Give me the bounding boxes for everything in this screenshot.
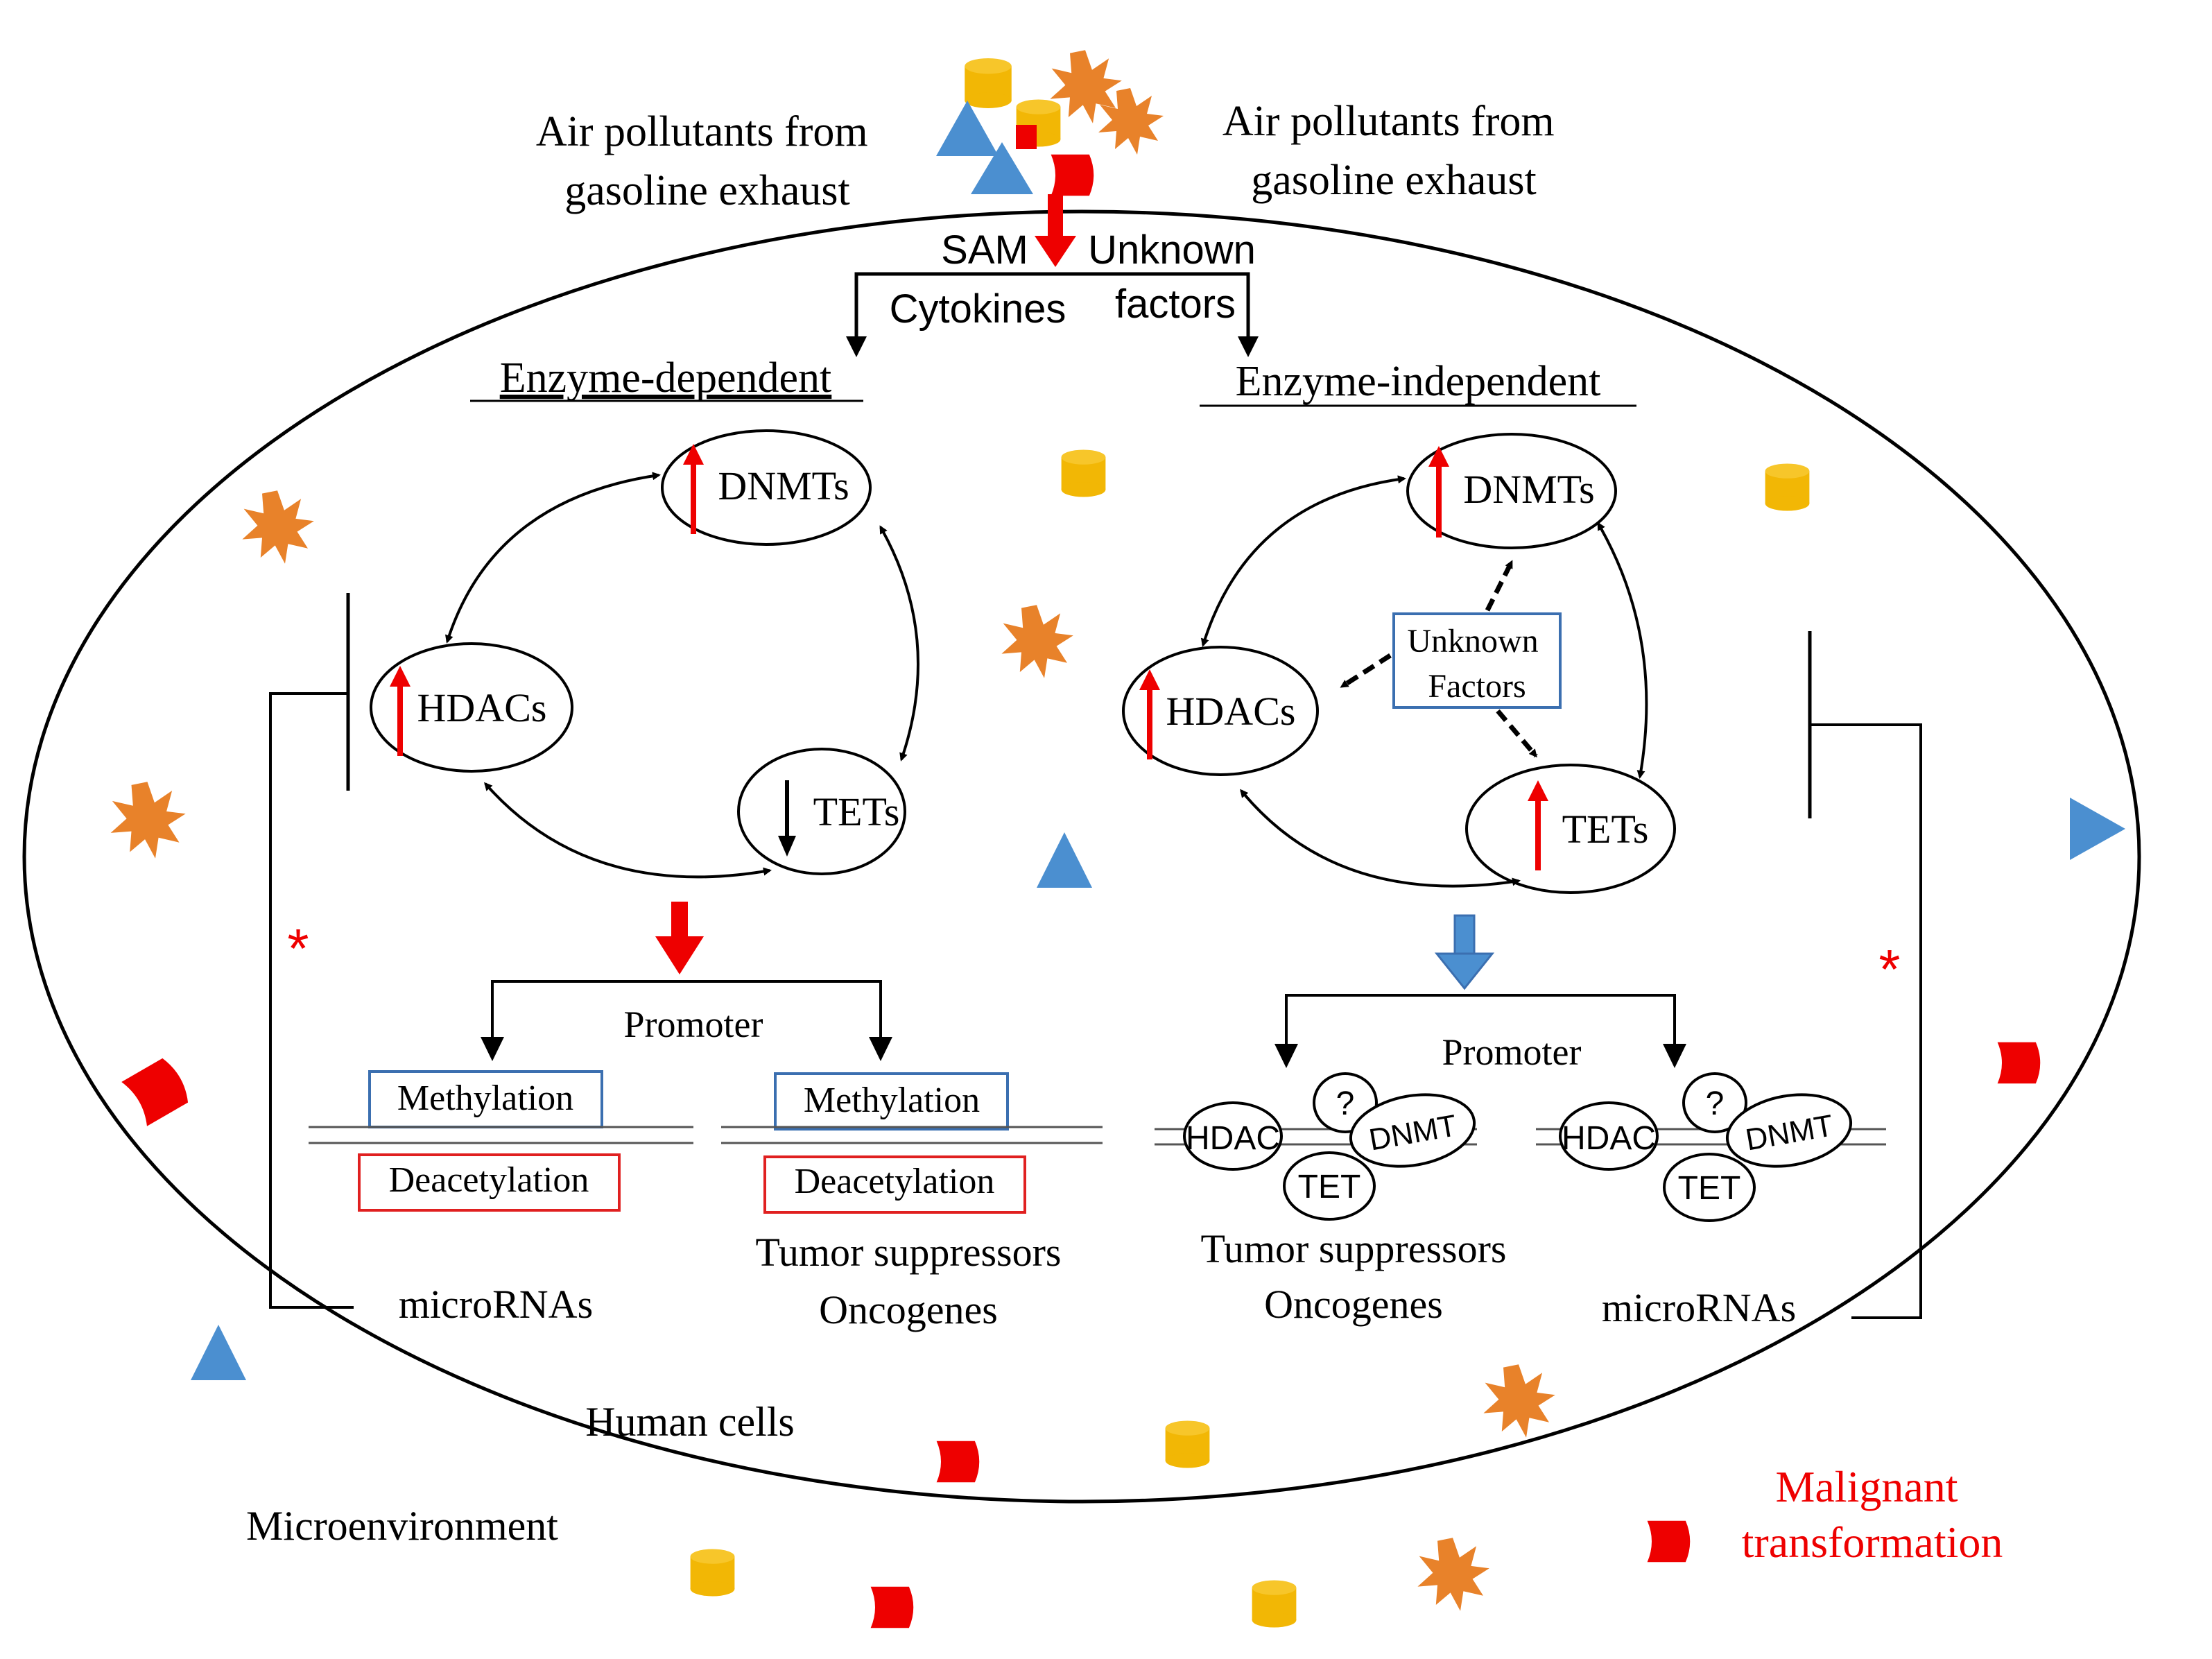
blue-triangle-icon (2070, 798, 2125, 860)
svg-text:TETs: TETs (813, 789, 900, 834)
microenvironment-label: Microenvironment (246, 1503, 558, 1549)
svg-text:DNMTs: DNMTs (1463, 467, 1594, 512)
malignant-transformation-label: Malignant transformation (1742, 1462, 2003, 1567)
svg-text:Deacetylation: Deacetylation (389, 1160, 589, 1200)
orange-star-icon (1001, 605, 1073, 678)
left-dnmts-node (661, 429, 872, 546)
gold-cylinder-icon (690, 1549, 735, 1597)
svg-text:HDAC: HDAC (1562, 1120, 1656, 1157)
svg-text:?: ? (1336, 1085, 1355, 1122)
gold-cylinder-icon (965, 58, 1012, 108)
red-curved-block-icon (1016, 125, 1037, 149)
left-deacetylation-box-2 (763, 1155, 1026, 1214)
unknown-label: Unknown (1088, 227, 1256, 273)
left-methylation-box-2 (774, 1072, 1009, 1131)
right-enzyme-cycle: DNMTs HDACs TETs Unknown Factors (1122, 433, 1676, 894)
entry-arrow-head (1035, 236, 1076, 267)
red-curved-block-icon (1997, 1042, 2041, 1084)
right-micrornas: microRNAs (1602, 1285, 1796, 1330)
left-oncogenes: Oncogenes (819, 1287, 998, 1332)
orange-star-icon (110, 782, 186, 859)
orange-star-icon (1483, 1364, 1555, 1438)
blue-triangle-icon (191, 1325, 246, 1380)
protein-complex-1: HDAC ? DNMT TET (1155, 1072, 1477, 1221)
left-promoter-label: Promoter (624, 1004, 763, 1045)
human-cells-label: Human cells (585, 1399, 795, 1445)
left-enzyme-cycle: DNMTs HDACs TETs (370, 429, 919, 879)
red-curved-block-icon (870, 1586, 914, 1628)
factors-label: factors (1115, 282, 1236, 327)
human-cell-boundary (22, 209, 2141, 1504)
left-tumor-suppressors: Tumor suppressors (756, 1230, 1062, 1275)
right-inhibition-line (1810, 723, 1922, 1319)
left-output-arrow (655, 936, 704, 974)
left-deacetylation-box-1 (358, 1153, 621, 1212)
left-micrornas: microRNAs (399, 1282, 593, 1327)
orange-star-icon (242, 490, 314, 564)
red-curved-block-icon (121, 1055, 193, 1126)
gold-cylinder-icon (1252, 1580, 1297, 1628)
sam-label: SAM (941, 227, 1028, 273)
svg-text:HDAC: HDAC (1186, 1120, 1280, 1157)
left-hdacs-node (370, 642, 573, 773)
right-hdacs-node (1122, 646, 1319, 776)
svg-text:TET: TET (1298, 1169, 1361, 1205)
svg-text:TETs: TETs (1562, 807, 1649, 852)
unknown-factors-box (1392, 612, 1562, 709)
entry-split-bracket (854, 272, 1250, 340)
svg-text:DNMTs: DNMTs (718, 463, 849, 508)
svg-text:HDACs: HDACs (417, 685, 547, 730)
red-curved-block-icon (1647, 1520, 1691, 1563)
right-promoter-label: Promoter (1442, 1031, 1582, 1073)
right-output-arrow (1453, 914, 1476, 959)
enzyme-independent-heading: Enzyme-independent (1236, 358, 1601, 405)
right-dnmts-node (1406, 433, 1617, 549)
svg-text:Deacetylation: Deacetylation (795, 1162, 995, 1201)
blue-triangle-icon (971, 142, 1033, 194)
cytokines-label: Cytokines (890, 286, 1066, 332)
svg-text:TET: TET (1678, 1170, 1741, 1207)
svg-text:Methylation: Methylation (804, 1081, 980, 1120)
blue-triangle-icon (936, 101, 999, 156)
enzyme-dependent-heading: Enzyme-dependent (500, 354, 832, 402)
svg-text:HDACs: HDACs (1166, 689, 1296, 734)
gold-cylinder-icon (1765, 463, 1810, 511)
left-inhibition-line (269, 692, 354, 1309)
svg-text:?: ? (1706, 1085, 1725, 1122)
right-asterisk: * (1878, 938, 1900, 1000)
pollutant-cluster (936, 50, 1164, 196)
gold-cylinder-icon (1061, 449, 1106, 497)
gold-cylinder-icon (1165, 1420, 1210, 1468)
blue-triangle-icon (1037, 832, 1092, 888)
svg-text:Unknown Factors: Unknown Factors (1407, 623, 1546, 705)
svg-text:Methylation: Methylation (397, 1078, 573, 1118)
orange-star-icon (1417, 1538, 1489, 1611)
right-oncogenes: Oncogenes (1264, 1282, 1443, 1327)
protein-complex-2: HDAC ? DNMT TET (1536, 1072, 1886, 1222)
pollutant-label-left: Air pollutants from gasoline exhaust (536, 108, 879, 214)
red-curved-block-icon (1051, 154, 1094, 196)
red-curved-block-icon (936, 1441, 980, 1483)
right-tumor-suppressors: Tumor suppressors (1201, 1226, 1507, 1271)
pollutant-label-right: Air pollutants from gasoline exhaust (1222, 98, 1565, 204)
left-asterisk: * (287, 918, 309, 979)
